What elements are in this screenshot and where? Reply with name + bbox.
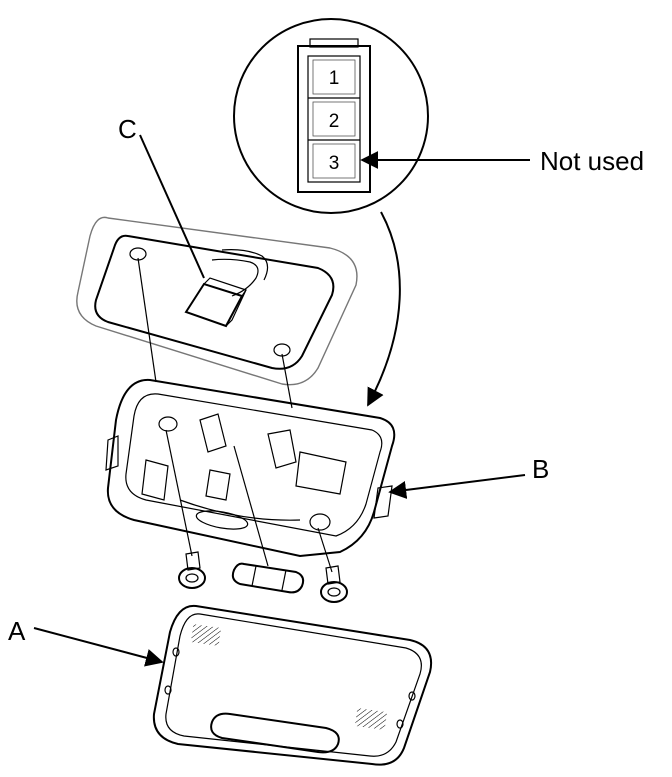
connector-plug (184, 277, 247, 328)
callout-b-leader (388, 474, 526, 499)
pin-1-label: 1 (329, 68, 340, 89)
callout-b-label: B (532, 454, 549, 484)
connector-housing (297, 38, 371, 193)
callout-c-label: C (118, 114, 137, 144)
screw-right (320, 565, 348, 603)
pin-3-label: 3 (329, 153, 340, 174)
alignment-line-right (281, 353, 293, 409)
connector-detail: 1 2 3 (233, 18, 429, 214)
lens-cover (152, 604, 432, 766)
alignment-line-bulb (233, 445, 269, 567)
callout-c-leader (139, 134, 205, 279)
callout-a-label: A (8, 616, 26, 646)
detail-circle (233, 18, 429, 214)
alignment-line-left (137, 257, 157, 383)
festoon-bulb (231, 562, 305, 594)
roof-panel (76, 216, 358, 386)
callout-a-leader (33, 627, 164, 667)
pin-2-label: 2 (329, 111, 340, 132)
light-housing (105, 378, 396, 558)
alignment-line-screw-right (317, 527, 333, 573)
detail-arrow (367, 211, 401, 407)
alignment-line-screw-left (165, 429, 193, 557)
not-used-label: Not used (540, 146, 644, 176)
screw-left (178, 551, 206, 589)
